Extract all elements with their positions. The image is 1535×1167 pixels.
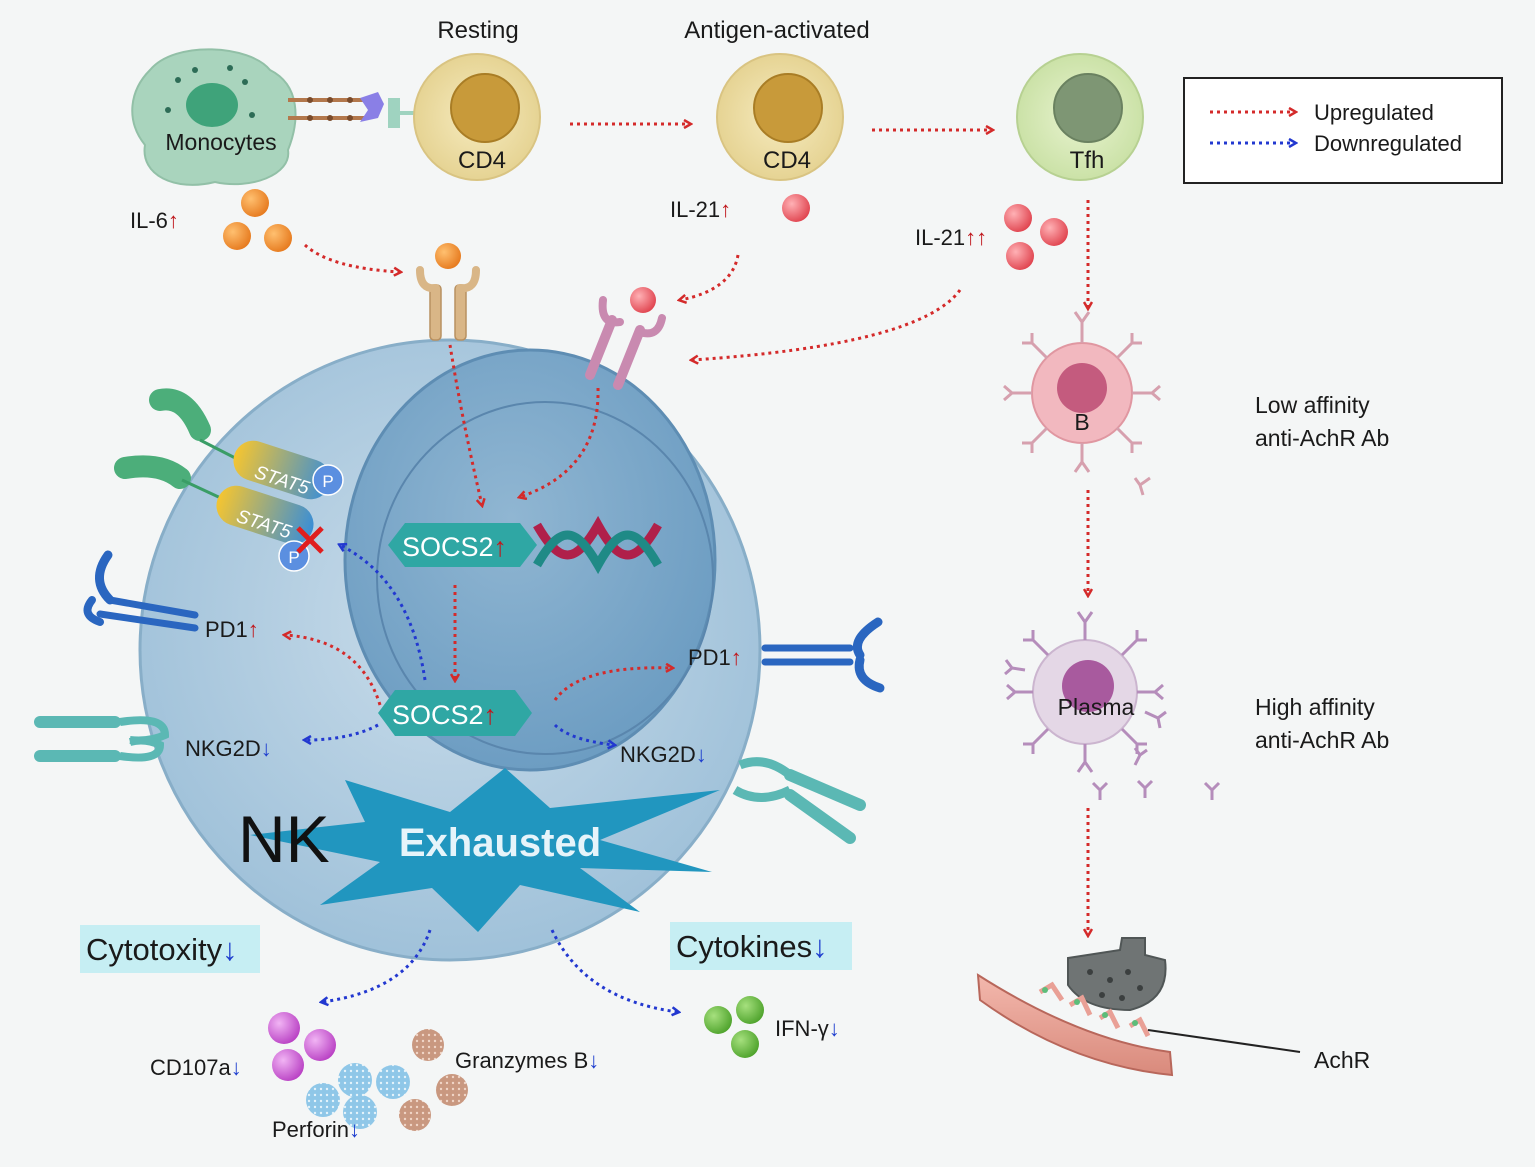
cd107a-granules xyxy=(268,1012,336,1081)
stat5-complex: STAT5 STAT5 P P xyxy=(114,388,344,572)
arrow-socs2-to-pd1-left xyxy=(285,635,382,706)
cd4-activated-label: CD4 xyxy=(763,147,811,174)
high-affinity-line1: High affinity xyxy=(1255,694,1375,720)
arrow-il6-to-receptor xyxy=(303,243,400,272)
cytokines-label: Cytokines↓ xyxy=(676,929,828,964)
cd4-resting-label: CD4 xyxy=(458,147,506,174)
cytotoxicity-label: Cytotoxity↓ xyxy=(86,932,238,967)
granzymes-label: Granzymes B↓ xyxy=(455,1048,599,1073)
arrow-il21r-to-socs2 xyxy=(520,387,600,497)
il6-label: IL-6↑ xyxy=(130,208,179,233)
nk-label: NK xyxy=(238,802,330,876)
b-cell-antibodies xyxy=(1003,311,1161,496)
nkg2d-right-receptor-icon xyxy=(732,757,866,844)
perforin-label: Perforin↓ xyxy=(272,1117,360,1142)
pd1-left-receptor-icon xyxy=(83,550,199,632)
granzyme-granules xyxy=(399,1029,468,1131)
monocytes-label: Monocytes xyxy=(165,129,276,155)
nkg2d-right-label: NKG2D↓ xyxy=(620,742,707,767)
plasma-antibodies xyxy=(1004,611,1221,800)
header-antigen-activated: Antigen-activated xyxy=(684,17,869,44)
ifng-label: IFN-γ↓ xyxy=(775,1016,840,1041)
dna-helix-icon xyxy=(533,515,662,575)
pd1-right-label: PD1↑ xyxy=(688,645,742,670)
legend-downregulated: Downregulated xyxy=(1314,131,1462,156)
tfh-cell: Tfh xyxy=(1016,53,1144,181)
il21-tfh-molecules xyxy=(1004,204,1068,270)
phospho-a-icon xyxy=(312,464,344,496)
achr-pointer-line xyxy=(1147,1029,1301,1053)
header-resting: Resting xyxy=(437,17,518,44)
socs2-protein: SOCS2↑ xyxy=(378,690,532,736)
low-affinity-line2: anti-AchR Ab xyxy=(1255,425,1389,451)
arrow-to-cytotoxic-granules xyxy=(322,929,432,1002)
arrow-il21-cd4-to-receptor xyxy=(680,254,740,300)
il21-cd4-label: IL-21↑ xyxy=(670,197,731,222)
socs2-gene-label: SOCS2↑ xyxy=(402,532,507,562)
plasma-label: Plasma xyxy=(1058,694,1135,720)
arrow-il21-tfh-to-nk xyxy=(692,289,962,360)
monocyte-cell: Monocytes xyxy=(131,48,297,186)
legend-upregulated: Upregulated xyxy=(1314,100,1434,125)
low-affinity-line1: Low affinity xyxy=(1255,392,1370,418)
neuromuscular-junction xyxy=(976,937,1174,1077)
pd1-left-label: PD1↑ xyxy=(205,617,259,642)
perforin-granules xyxy=(306,1063,410,1129)
b-cell: B xyxy=(1003,311,1161,496)
il21-cd4-molecule xyxy=(782,194,810,222)
socs2-protein-label: SOCS2↑ xyxy=(392,700,497,730)
ifng-molecules xyxy=(704,996,764,1058)
socs2-gene: SOCS2↑ xyxy=(388,515,662,575)
phospho-b-label: P xyxy=(288,548,299,567)
nucleus xyxy=(343,348,717,772)
mhc-tcr-synapse-icon xyxy=(288,92,414,128)
il6-receptor-icon xyxy=(416,243,480,341)
pd1-right-receptor-icon xyxy=(761,617,885,693)
cd107a-label: CD107a↓ xyxy=(150,1055,242,1080)
exhausted-starburst xyxy=(250,768,720,932)
plasma-cell: Plasma xyxy=(1004,611,1221,800)
arrow-socs2-to-pd1-right xyxy=(553,668,672,701)
phospho-a-label: P xyxy=(322,472,333,491)
nkg2d-left-label: NKG2D↓ xyxy=(185,736,272,761)
blocked-x-icon xyxy=(296,526,324,554)
b-label: B xyxy=(1074,409,1089,435)
arrow-socs2-to-stat5 xyxy=(340,545,427,681)
il21-tfh-label: IL-21↑↑ xyxy=(915,225,987,250)
high-affinity-line2: anti-AchR Ab xyxy=(1255,727,1389,753)
arrow-to-ifng xyxy=(550,929,678,1012)
il6-molecules xyxy=(223,189,292,252)
tfh-label: Tfh xyxy=(1070,147,1105,174)
cd4-activated-cell: CD4 xyxy=(716,53,844,181)
nkg2d-left-receptor-icon xyxy=(34,716,170,762)
il21-receptor-icon xyxy=(585,287,666,390)
cytokines-box xyxy=(670,922,852,970)
cd4-resting-cell: CD4 xyxy=(413,53,541,181)
achr-label: AchR xyxy=(1314,1047,1370,1073)
arrow-il6r-to-socs2 xyxy=(448,344,482,505)
cytotoxicity-box xyxy=(80,925,260,973)
exhausted-label: Exhausted xyxy=(399,821,601,865)
legend: Upregulated Downregulated xyxy=(1183,77,1503,184)
